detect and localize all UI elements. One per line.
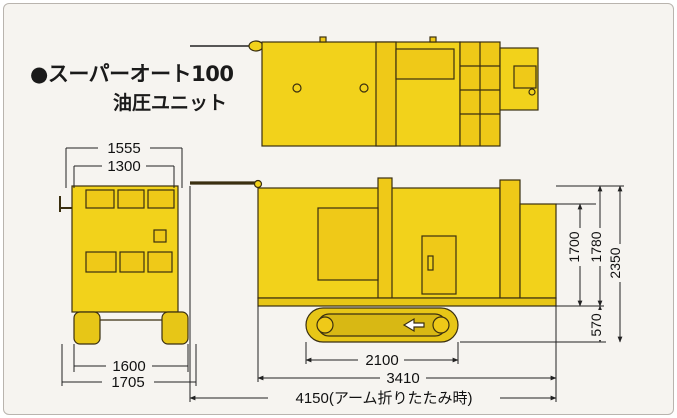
dim-front-width-outer: 1555 — [107, 140, 140, 157]
top-bolt-right — [359, 83, 369, 93]
side-door-left — [317, 207, 379, 281]
dim-ground-clearance: 570 — [588, 313, 604, 337]
dim-overall-length: 4150(アーム折りたたみ時) — [295, 390, 472, 407]
front-view — [59, 185, 189, 345]
dim-height-top: 1780 — [588, 231, 604, 262]
top-hatch — [395, 48, 455, 80]
front-track-right — [161, 311, 189, 345]
top-bolt-left — [292, 83, 302, 93]
dim-height-total: 2350 — [607, 247, 623, 278]
dim-track-length: 2100 — [365, 352, 398, 369]
dim-height-body: 1700 — [566, 231, 582, 262]
arrow-icon — [402, 317, 425, 333]
product-subtitle: 油圧ユニット — [113, 92, 228, 114]
side-service-door — [421, 235, 457, 295]
dim-body-length: 3410 — [386, 370, 419, 387]
side-engine-block — [519, 203, 557, 299]
dim-track-width-outer: 1705 — [111, 374, 144, 391]
product-title: ●スーパーオート100 — [30, 62, 234, 86]
top-divider-strip — [375, 41, 397, 147]
front-track-left — [73, 311, 101, 345]
dim-front-width-inner: 1300 — [107, 158, 140, 175]
top-view — [190, 36, 539, 147]
side-view — [190, 177, 557, 343]
arm-pivot — [248, 40, 264, 52]
side-divider-strip — [377, 177, 393, 299]
dim-track-width-inner: 1600 — [112, 358, 145, 375]
